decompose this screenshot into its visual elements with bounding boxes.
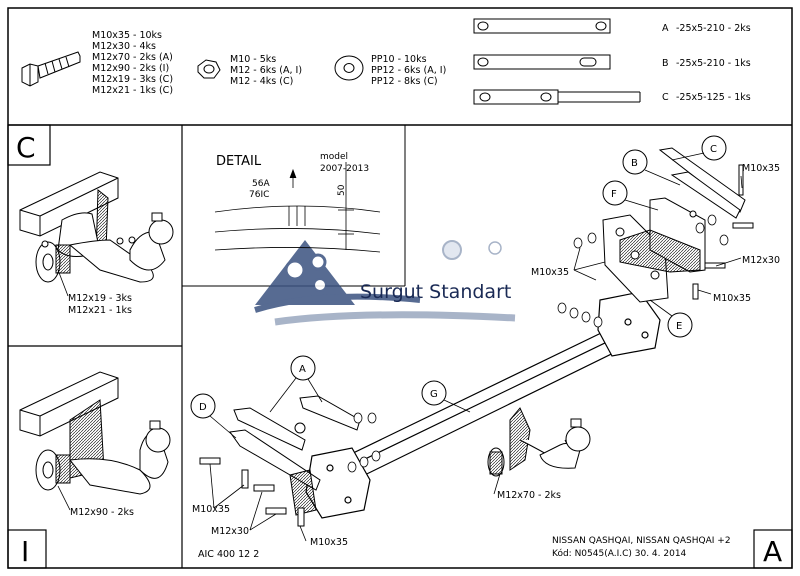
bolt-icon — [21, 51, 81, 87]
plate-letter: C — [662, 92, 669, 103]
label-m12x30: M12x30 — [742, 255, 780, 266]
right-bracket — [602, 147, 754, 303]
vehicle-name: NISSAN QASHQAI, NISSAN QASHQAI +2 — [552, 536, 731, 546]
bolt-line: M12x19 - 3ks (C) — [92, 74, 173, 85]
panel-i-label: M12x90 - 2ks — [70, 507, 134, 518]
callout-d: D — [199, 402, 207, 413]
bolt-line: M12x90 - 2ks (I) — [92, 63, 169, 74]
panel-i-drawing — [19, 371, 171, 495]
callout-a: A — [299, 364, 306, 375]
bolt-line: M12x21 - 1ks (C) — [92, 85, 173, 96]
galia-logo — [254, 240, 516, 326]
frame — [7, 7, 793, 569]
bolt-line: M12x30 - 4ks — [92, 41, 156, 52]
plate-spec: -25x5-210 - 1ks — [676, 58, 751, 69]
detail-title: DETAIL — [216, 154, 262, 169]
washer-line: PP12 - 6ks (A, I) — [371, 65, 446, 76]
label-m10x35: M10x35 — [742, 163, 780, 174]
callout-circles — [190, 135, 727, 419]
panel-c-letter: C — [16, 131, 36, 164]
label-m10x35: M10x35 — [531, 267, 569, 278]
bolt-list: M10x35 - 10ks M12x30 - 4ks M12x70 - 2ks … — [92, 30, 173, 96]
panel-c-line: M12x19 - 3ks — [68, 293, 132, 304]
callout-leaders — [57, 152, 743, 542]
nut-line: M12 - 6ks (A, I) — [230, 65, 302, 76]
washer-line: PP10 - 10ks — [371, 54, 427, 65]
detail-code: 56A — [252, 179, 270, 189]
label-m12x30: M12x30 — [211, 526, 249, 537]
panel-c-line: M12x21 - 1ks — [68, 305, 132, 316]
plate-spec: -25x5-125 - 1ks — [676, 92, 751, 103]
plate-b — [473, 54, 611, 70]
crossbar-g — [305, 291, 661, 519]
label-m10x35: M10x35 — [310, 537, 348, 548]
callout-g: G — [430, 389, 438, 400]
washer-list: PP10 - 10ks PP12 - 6ks (A, I) PP12 - 8ks… — [371, 54, 446, 87]
bolt-line: M10x35 - 10ks — [92, 30, 162, 41]
left-bracket — [199, 395, 361, 527]
callout-c: C — [710, 144, 717, 155]
plate-letter: B — [662, 58, 669, 69]
detail-drawing — [214, 162, 381, 253]
panel-i-letter: I — [21, 535, 29, 568]
washer-line: PP12 - 8ks (C) — [371, 76, 438, 87]
nut-line: M10 - 5ks — [230, 54, 276, 65]
plate-spec: -25x5-210 - 2ks — [676, 23, 751, 34]
plate-list: A -25x5-210 - 2ks B -25x5-210 - 1ks C -2… — [662, 23, 751, 103]
callout-f: F — [611, 189, 617, 200]
detail-code: 76IC — [249, 190, 269, 200]
detail-model: model — [320, 152, 348, 162]
callout-e: E — [676, 321, 682, 332]
washer-icon — [334, 55, 364, 81]
detail-model-years: 2007-2013 — [320, 164, 369, 174]
towball-main — [487, 407, 591, 477]
panel-c-drawing — [19, 171, 174, 283]
plate-c — [473, 89, 641, 105]
detail-dimension: 50 — [337, 184, 347, 196]
callout-b: B — [631, 158, 638, 169]
nut-line: M12 - 4ks (C) — [230, 76, 293, 87]
bolt-line: M12x70 - 2ks (A) — [92, 52, 173, 63]
label-m10x35: M10x35 — [192, 504, 230, 515]
main-letter: A — [763, 535, 782, 568]
nut-list: M10 - 5ks M12 - 6ks (A, I) M12 - 4ks (C) — [230, 54, 302, 87]
nut-icon — [197, 59, 221, 79]
drawing-code: AIC 400 12 2 — [198, 549, 259, 560]
fastener-washers — [347, 214, 729, 473]
plate-a — [473, 18, 611, 34]
label-m12x70: M12x70 - 2ks — [497, 490, 561, 501]
plate-letter: A — [662, 23, 669, 34]
watermark-text: Surgut Standart — [360, 281, 511, 303]
kod-line: Kód: N0545(A.I.C) 30. 4. 2014 — [552, 548, 687, 559]
label-m10x35: M10x35 — [713, 293, 751, 304]
